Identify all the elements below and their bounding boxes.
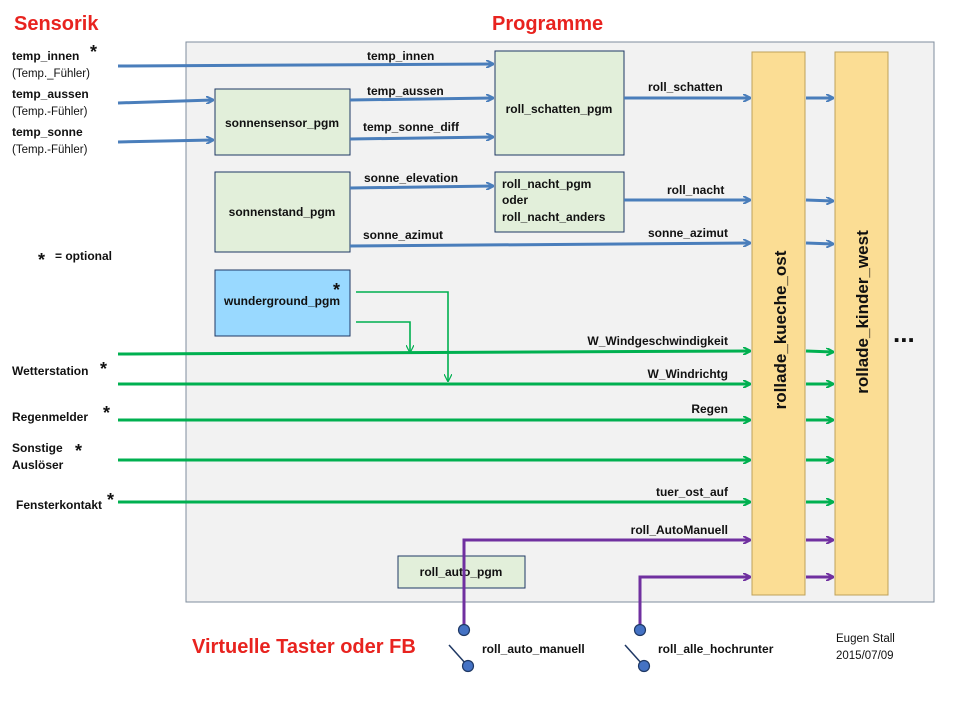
sensor-regenmelder-label: Regenmelder — [12, 410, 88, 424]
sensor-temp-sonne-label: temp_sonne — [12, 125, 83, 139]
switch-roll-alle-hochrunter[interactable] — [624, 623, 651, 673]
roll-auto-pgm-label: roll_auto_pgm — [420, 565, 503, 579]
sensor-temp-sonne-sub: (Temp.-Fühler) — [12, 144, 88, 156]
switch-roll-alle-hochrunter-label: roll_alle_hochrunter — [658, 642, 774, 656]
optional-note-label: = optional — [55, 249, 112, 263]
sonnensensor-pgm-box — [214, 88, 351, 156]
line-temp-sonne-diff-to-schatten — [349, 137, 493, 139]
wunderground-pgm-label: wunderground_pgm — [223, 294, 340, 308]
sensor-temp-aussen-label: temp_aussen — [12, 87, 89, 101]
switch-roll-auto-manuell-label: roll_auto_manuell — [482, 642, 585, 656]
signal-sonne-azimut-left-label: sonne_azimut — [363, 228, 443, 242]
roll-nacht-pgm-label-1: roll_nacht_pgm — [502, 177, 591, 191]
sensor-temp-innen-star: * — [90, 42, 97, 62]
roll-nacht-pgm-label-3: roll_nacht_anders — [502, 210, 606, 224]
line-roll-automanuell-to-kueche — [462, 540, 750, 627]
signal-roll-schatten-label: roll_schatten — [648, 80, 723, 94]
sensorik-heading: Sensorik — [14, 13, 99, 35]
signal-temp-sonne-diff-label: temp_sonne_diff — [363, 120, 460, 134]
sensor-wetterstation-label: Wetterstation — [12, 364, 88, 378]
roll-nacht-pgm-box — [494, 171, 625, 233]
line-wunderground-to-windgeschwindigkeit — [356, 321, 410, 352]
programme-heading: Programme — [492, 13, 603, 35]
sonnenstand-pgm-label: sonnenstand_pgm — [229, 205, 336, 219]
sensor-temp-aussen-sub: (Temp.-Fühler) — [12, 106, 88, 118]
optional-note-star: * — [38, 250, 45, 270]
virtual-buttons-heading: Virtuelle Taster oder FB — [192, 636, 416, 658]
line-sonne-azimut-to-kinder — [805, 243, 833, 244]
signal-roll-automanuell-label: roll_AutoManuell — [631, 523, 728, 537]
more-actuators-ellipsis: ... — [893, 318, 915, 348]
sensor-regenmelder-star: * — [103, 403, 110, 423]
signal-regen-label: Regen — [691, 402, 728, 416]
line-temp-innen-to-schatten — [117, 64, 493, 66]
roll-schatten-pgm-label: roll_schatten_pgm — [506, 102, 613, 116]
switch-roll-auto-manuell[interactable] — [448, 623, 475, 673]
line-temp-sonne-to-sonnensensor — [117, 140, 213, 142]
line-temp-aussen-to-sonnensensor — [117, 100, 213, 105]
roll-nacht-pgm-label-2: oder — [502, 193, 528, 207]
rollade-kueche-ost-box — [751, 51, 806, 596]
sensor-sonstige-star: * — [75, 441, 82, 461]
rollade-kinder-west-box — [834, 51, 889, 596]
wunderground-pgm-box — [214, 269, 351, 337]
line-sonne-elevation-to-nacht — [349, 186, 493, 188]
rollade-kinder-west-label: rollade_kinder_west — [853, 230, 872, 394]
line-windgeschwindigkeit-to-kinder — [805, 351, 833, 352]
signal-windgeschwindigkeit-label: W_Windgeschwindigkeit — [587, 334, 728, 348]
sonnensensor-pgm-label: sonnensensor_pgm — [225, 116, 339, 130]
sensor-temp-innen-sub: (Temp._Fühler) — [12, 68, 90, 80]
signal-windrichtg-label: W_Windrichtg — [647, 367, 728, 381]
wunderground-optional-star: * — [333, 280, 340, 300]
rollade-kueche-ost-label: rollade_kueche_ost — [771, 250, 790, 409]
signal-sonne-azimut-right-label: sonne_azimut — [648, 226, 728, 240]
line-roll-alle-to-kueche — [638, 577, 750, 627]
line-sonne-azimut-to-kueche — [349, 243, 750, 248]
line-roll-nacht-to-kinder — [805, 200, 833, 201]
signal-sonne-elevation-label: sonne_elevation — [364, 171, 458, 185]
sensor-wetterstation-star: * — [100, 359, 107, 379]
sensor-sonstige-label-1: Sonstige — [12, 441, 63, 455]
author-date: 2015/07/09 — [836, 650, 894, 662]
signal-temp-aussen-label: temp_aussen — [367, 84, 444, 98]
signal-tuer-ost-auf-label: tuer_ost_auf — [656, 485, 729, 499]
sensor-temp-innen-label: temp_innen — [12, 49, 79, 63]
line-wunderground-to-windrichtg — [356, 291, 448, 381]
sensor-fensterkontakt-star: * — [107, 490, 114, 510]
line-temp-aussen-to-schatten — [349, 98, 493, 100]
sensor-sonstige-label-2: Auslöser — [12, 458, 64, 472]
signal-roll-nacht-label: roll_nacht — [667, 183, 724, 197]
roll-auto-pgm-box — [397, 555, 526, 589]
line-windgeschwindigkeit-to-kueche — [117, 351, 750, 356]
sensor-fensterkontakt-label: Fensterkontakt — [16, 498, 102, 512]
roll-schatten-pgm-box — [494, 50, 625, 156]
sonnenstand-pgm-box — [214, 171, 351, 253]
author-name: Eugen Stall — [836, 633, 895, 645]
signal-temp-innen-label: temp_innen — [367, 49, 434, 63]
